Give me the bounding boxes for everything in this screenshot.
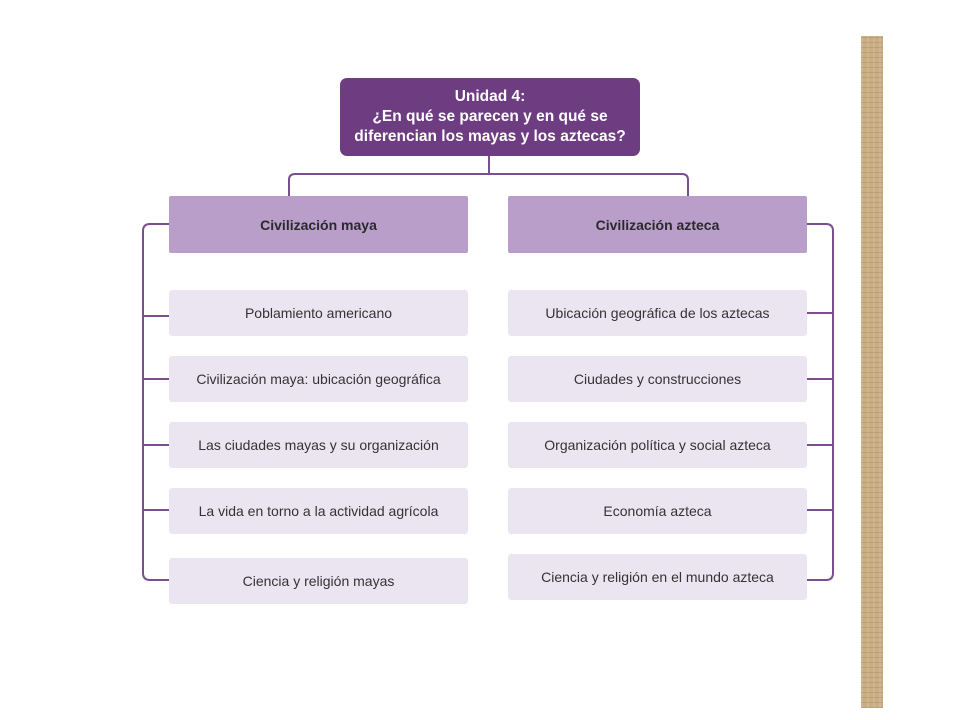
unit-title-box: Unidad 4: ¿En qué se parecen y en qué se… [340,78,640,156]
maya-topic-2: Civilización maya: ubicación geográfica [169,356,468,402]
unit-title-line-1: Unidad 4: [454,88,526,105]
azteca-topic-5: Ciencia y religión en el mundo azteca [508,554,807,600]
left-bracket [142,223,169,581]
title-connector [288,156,689,196]
azteca-topic-1: Ubicación geográfica de los aztecas [508,290,807,336]
maya-topic-1: Poblamiento americano [169,290,468,336]
maya-topic-5: Ciencia y religión mayas [169,558,468,604]
azteca-heading: Civilización azteca [508,196,807,253]
unit-title-line-2: ¿En qué se parecen y en qué se [372,108,608,125]
azteca-topic-4: Economía azteca [508,488,807,534]
maya-heading: Civilización maya [169,196,468,253]
wood-texture-strip [861,36,883,708]
maya-topic-4: La vida en torno a la actividad agrícola [169,488,468,534]
maya-topic-3: Las ciudades mayas y su organización [169,422,468,468]
right-bracket [807,223,834,581]
azteca-topic-3: Organización política y social azteca [508,422,807,468]
azteca-topic-2: Ciudades y construcciones [508,356,807,402]
unit-title-line-3: diferencian los mayas y los aztecas? [354,128,626,145]
